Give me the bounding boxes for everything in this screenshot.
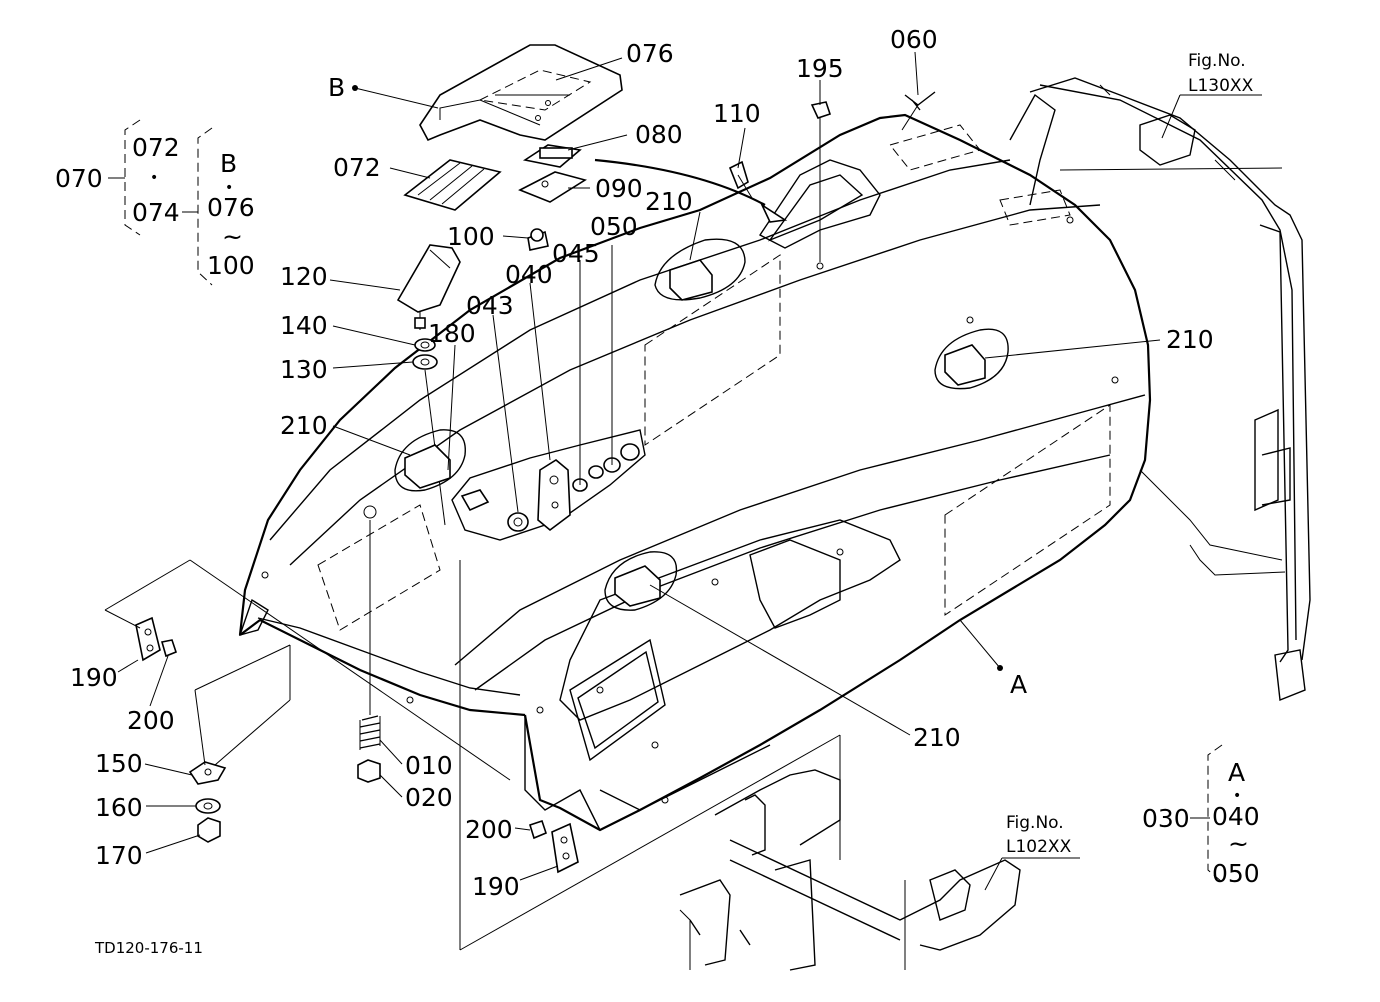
label-120: 120 [280,262,328,291]
label-076-group: 076 [207,193,255,222]
lid-part-076 [419,44,623,142]
label-200-left: 200 [127,706,175,735]
pad-right [934,328,1009,390]
label-160: 160 [95,793,143,822]
bracket-bottom-190 [529,819,579,874]
clip-part-060 [901,91,936,131]
label-060: 060 [890,25,938,54]
label-020: 020 [405,783,453,812]
latch-hardware-150-170 [188,644,291,843]
decal-part-072 [403,159,502,211]
fig-ref-top-number: L130XX [1188,76,1254,96]
pad-left [394,429,466,492]
rubber-pads-210 [394,238,1009,611]
label-074: 074 [132,198,180,227]
washers-140-130 [412,338,446,526]
label-210-top: 210 [645,187,693,216]
label-030: 030 [1142,804,1190,833]
label-050-group: 050 [1212,859,1260,888]
hood-cover [238,113,1152,832]
top-opening [594,158,881,249]
pad-top [654,238,746,301]
label-a-group: A [1228,758,1245,787]
plug-part-195 [810,101,832,270]
label-050: 050 [590,212,638,241]
label-180: 180 [428,319,476,348]
label-dot-a: • [1233,788,1241,804]
label-090: 090 [595,174,643,203]
label-190-bottom: 190 [472,872,520,901]
label-210-right: 210 [1166,325,1214,354]
fig-ref-bottom-number: L102XX [1006,837,1072,857]
hinge-assembly [518,144,587,251]
label-040-group: 040 [1212,802,1260,831]
handle-part-120 [396,244,461,330]
figure-code: TD120-176-11 [94,939,203,957]
label-b-top: B [328,73,345,102]
chassis-frame [459,560,1021,971]
label-070: 070 [55,164,103,193]
label-210-bottom: 210 [913,723,961,752]
label-dot-b: • [225,180,233,196]
label-080: 080 [635,120,683,149]
bolt-part-110 [728,160,753,199]
hood-holes [261,216,1119,804]
label-110: 110 [713,99,761,128]
label-140: 140 [280,311,328,340]
label-150: 150 [95,749,143,778]
fig-ref-top-label: Fig.No. [1188,51,1246,71]
leader-lines [117,51,1262,891]
label-130: 130 [280,355,328,384]
labels: 076 B 072 • 070 074 B • 076 ~ 100 072 08… [55,25,1260,957]
label-210-left: 210 [280,411,328,440]
group-brackets [108,119,1223,883]
pad-bottom [604,551,678,611]
label-tilde-a: ~ [1228,829,1249,858]
latch-group [451,245,646,541]
label-040: 040 [505,260,553,289]
label-072-group: 072 [132,133,180,162]
spring-010-cap-020 [357,505,381,783]
label-100-group: 100 [207,251,255,280]
label-a-marker: A [1010,670,1027,699]
label-072-part: 072 [333,153,381,182]
label-100: 100 [447,222,495,251]
bracket-left-190 [104,559,511,781]
label-190-left: 190 [70,663,118,692]
label-195: 195 [796,54,844,83]
label-010: 010 [405,751,453,780]
label-dot-072: • [150,170,158,186]
label-b-group: B [220,149,237,178]
rops-frame [1009,77,1311,701]
label-connectors [110,177,1210,819]
label-076: 076 [626,39,674,68]
label-043: 043 [466,291,514,320]
label-tilde-b: ~ [222,222,243,251]
label-170: 170 [95,841,143,870]
label-045: 045 [552,239,600,268]
label-200-bottom: 200 [465,815,513,844]
fig-ref-bottom-label: Fig.No. [1006,813,1064,833]
